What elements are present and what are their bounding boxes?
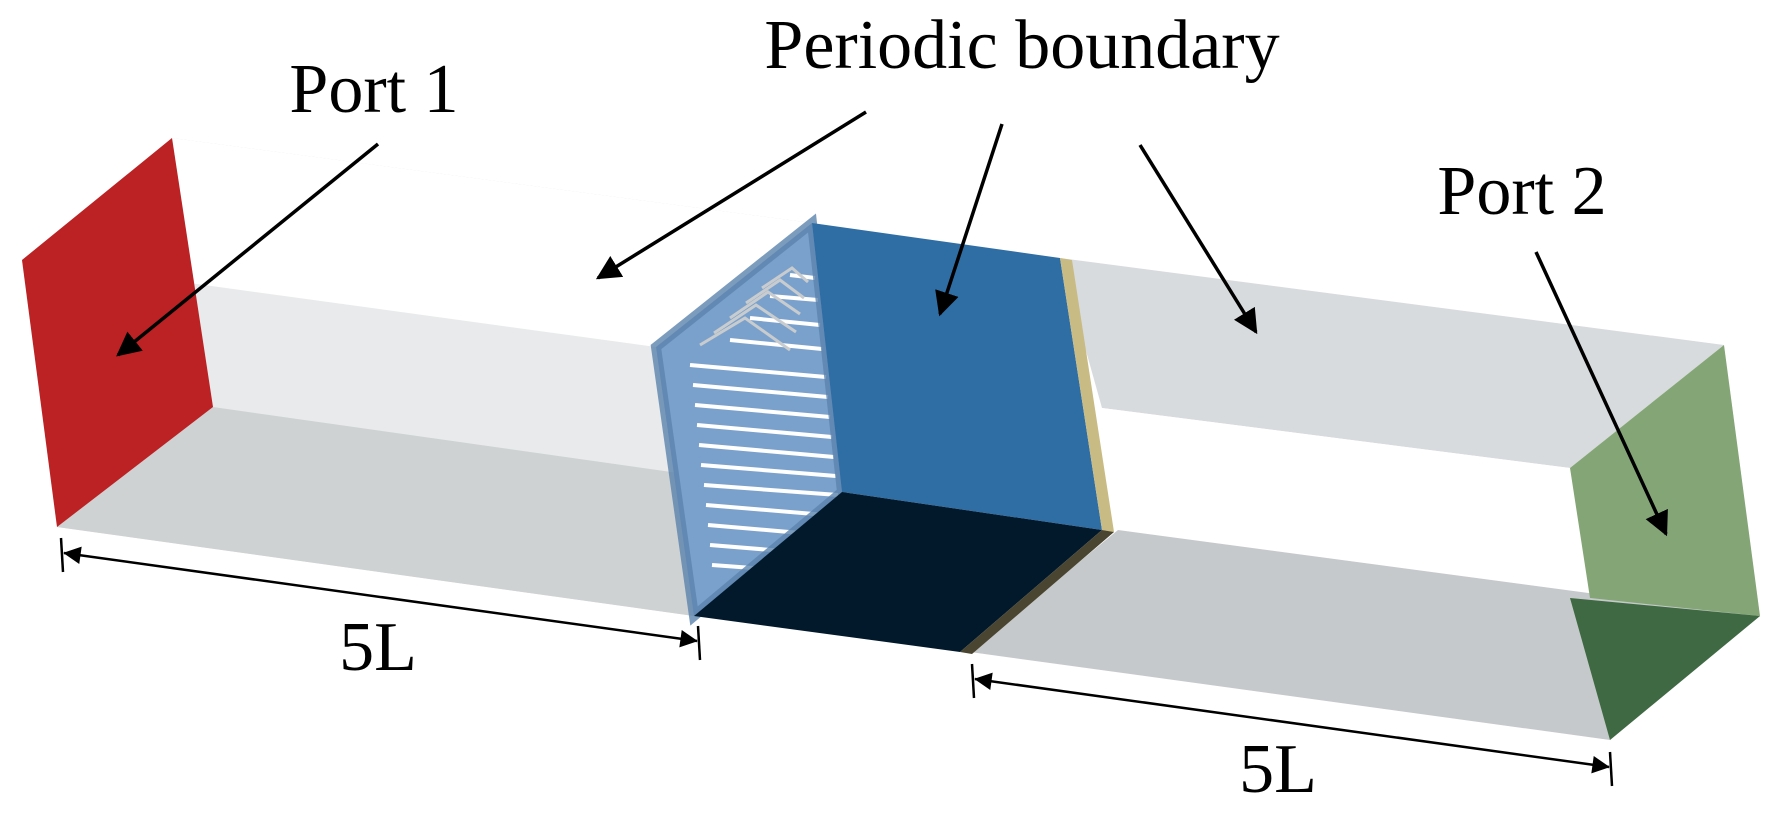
dimension-right-tick-end	[1608, 751, 1614, 787]
port2-upper	[1570, 345, 1760, 616]
right-top-face	[1060, 258, 1724, 468]
right-back-face	[1102, 408, 1570, 590]
dimension-left-tick-start	[59, 537, 65, 573]
dimension-left	[59, 537, 702, 661]
cell-tan-strip-bottom	[960, 530, 1114, 654]
arrow-periodic-right	[1138, 144, 1258, 335]
dimension-left-line	[63, 546, 698, 648]
port2-lower	[1570, 598, 1760, 740]
dimension-left-tick-end	[696, 625, 702, 661]
grating-lines	[689, 273, 839, 572]
unit-cell	[650, 213, 1114, 654]
arrow-port1	[116, 142, 380, 357]
label-port1: Port 1	[289, 51, 458, 128]
cell-dark-face	[694, 492, 1102, 652]
grating-chevrons	[699, 266, 809, 352]
arrow-periodic-left	[595, 110, 867, 280]
label-port2: Port 2	[1437, 153, 1606, 230]
dimension-right-line	[974, 672, 1610, 774]
label-length-right: 5L	[1239, 731, 1317, 808]
dimension-right	[970, 663, 1614, 787]
dimension-right-tick-start	[970, 663, 976, 699]
annotation-arrows	[116, 110, 1668, 537]
port2-face	[1570, 345, 1760, 740]
cell-blue-face	[812, 223, 1102, 530]
arrow-port2	[1534, 251, 1668, 537]
label-periodic-boundary: Periodic boundary	[764, 7, 1279, 84]
cell-tan-strip	[1060, 258, 1114, 532]
arrow-periodic-center	[935, 123, 1004, 317]
label-length-left: 5L	[339, 609, 417, 686]
